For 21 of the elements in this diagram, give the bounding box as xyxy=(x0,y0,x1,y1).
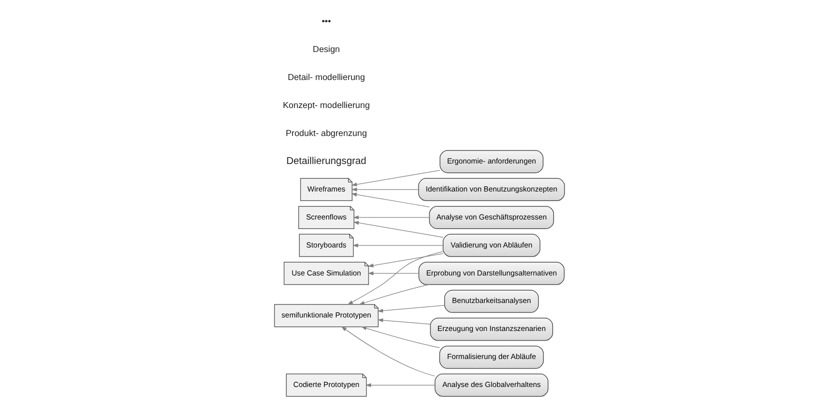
arrow xyxy=(367,271,419,276)
arrow xyxy=(367,253,443,268)
arrow xyxy=(376,318,430,325)
arrow xyxy=(352,243,443,248)
arrow xyxy=(364,383,435,388)
label: Detaillierungsgrad xyxy=(286,156,366,167)
arrow xyxy=(350,192,430,208)
arrow xyxy=(346,251,443,305)
arrow xyxy=(352,216,430,220)
label: Design xyxy=(312,44,340,54)
label: Produkt- abgrenzung xyxy=(285,128,366,138)
arrow xyxy=(350,188,418,192)
label: ••• xyxy=(321,16,330,26)
label: Detail- modellierung xyxy=(287,72,364,82)
arrow xyxy=(358,284,429,305)
arrow xyxy=(350,170,440,186)
arrow xyxy=(340,326,435,376)
arrow xyxy=(352,220,443,238)
label: Konzept- modellierung xyxy=(282,100,370,110)
arrow xyxy=(376,305,444,313)
arrow xyxy=(360,326,440,348)
